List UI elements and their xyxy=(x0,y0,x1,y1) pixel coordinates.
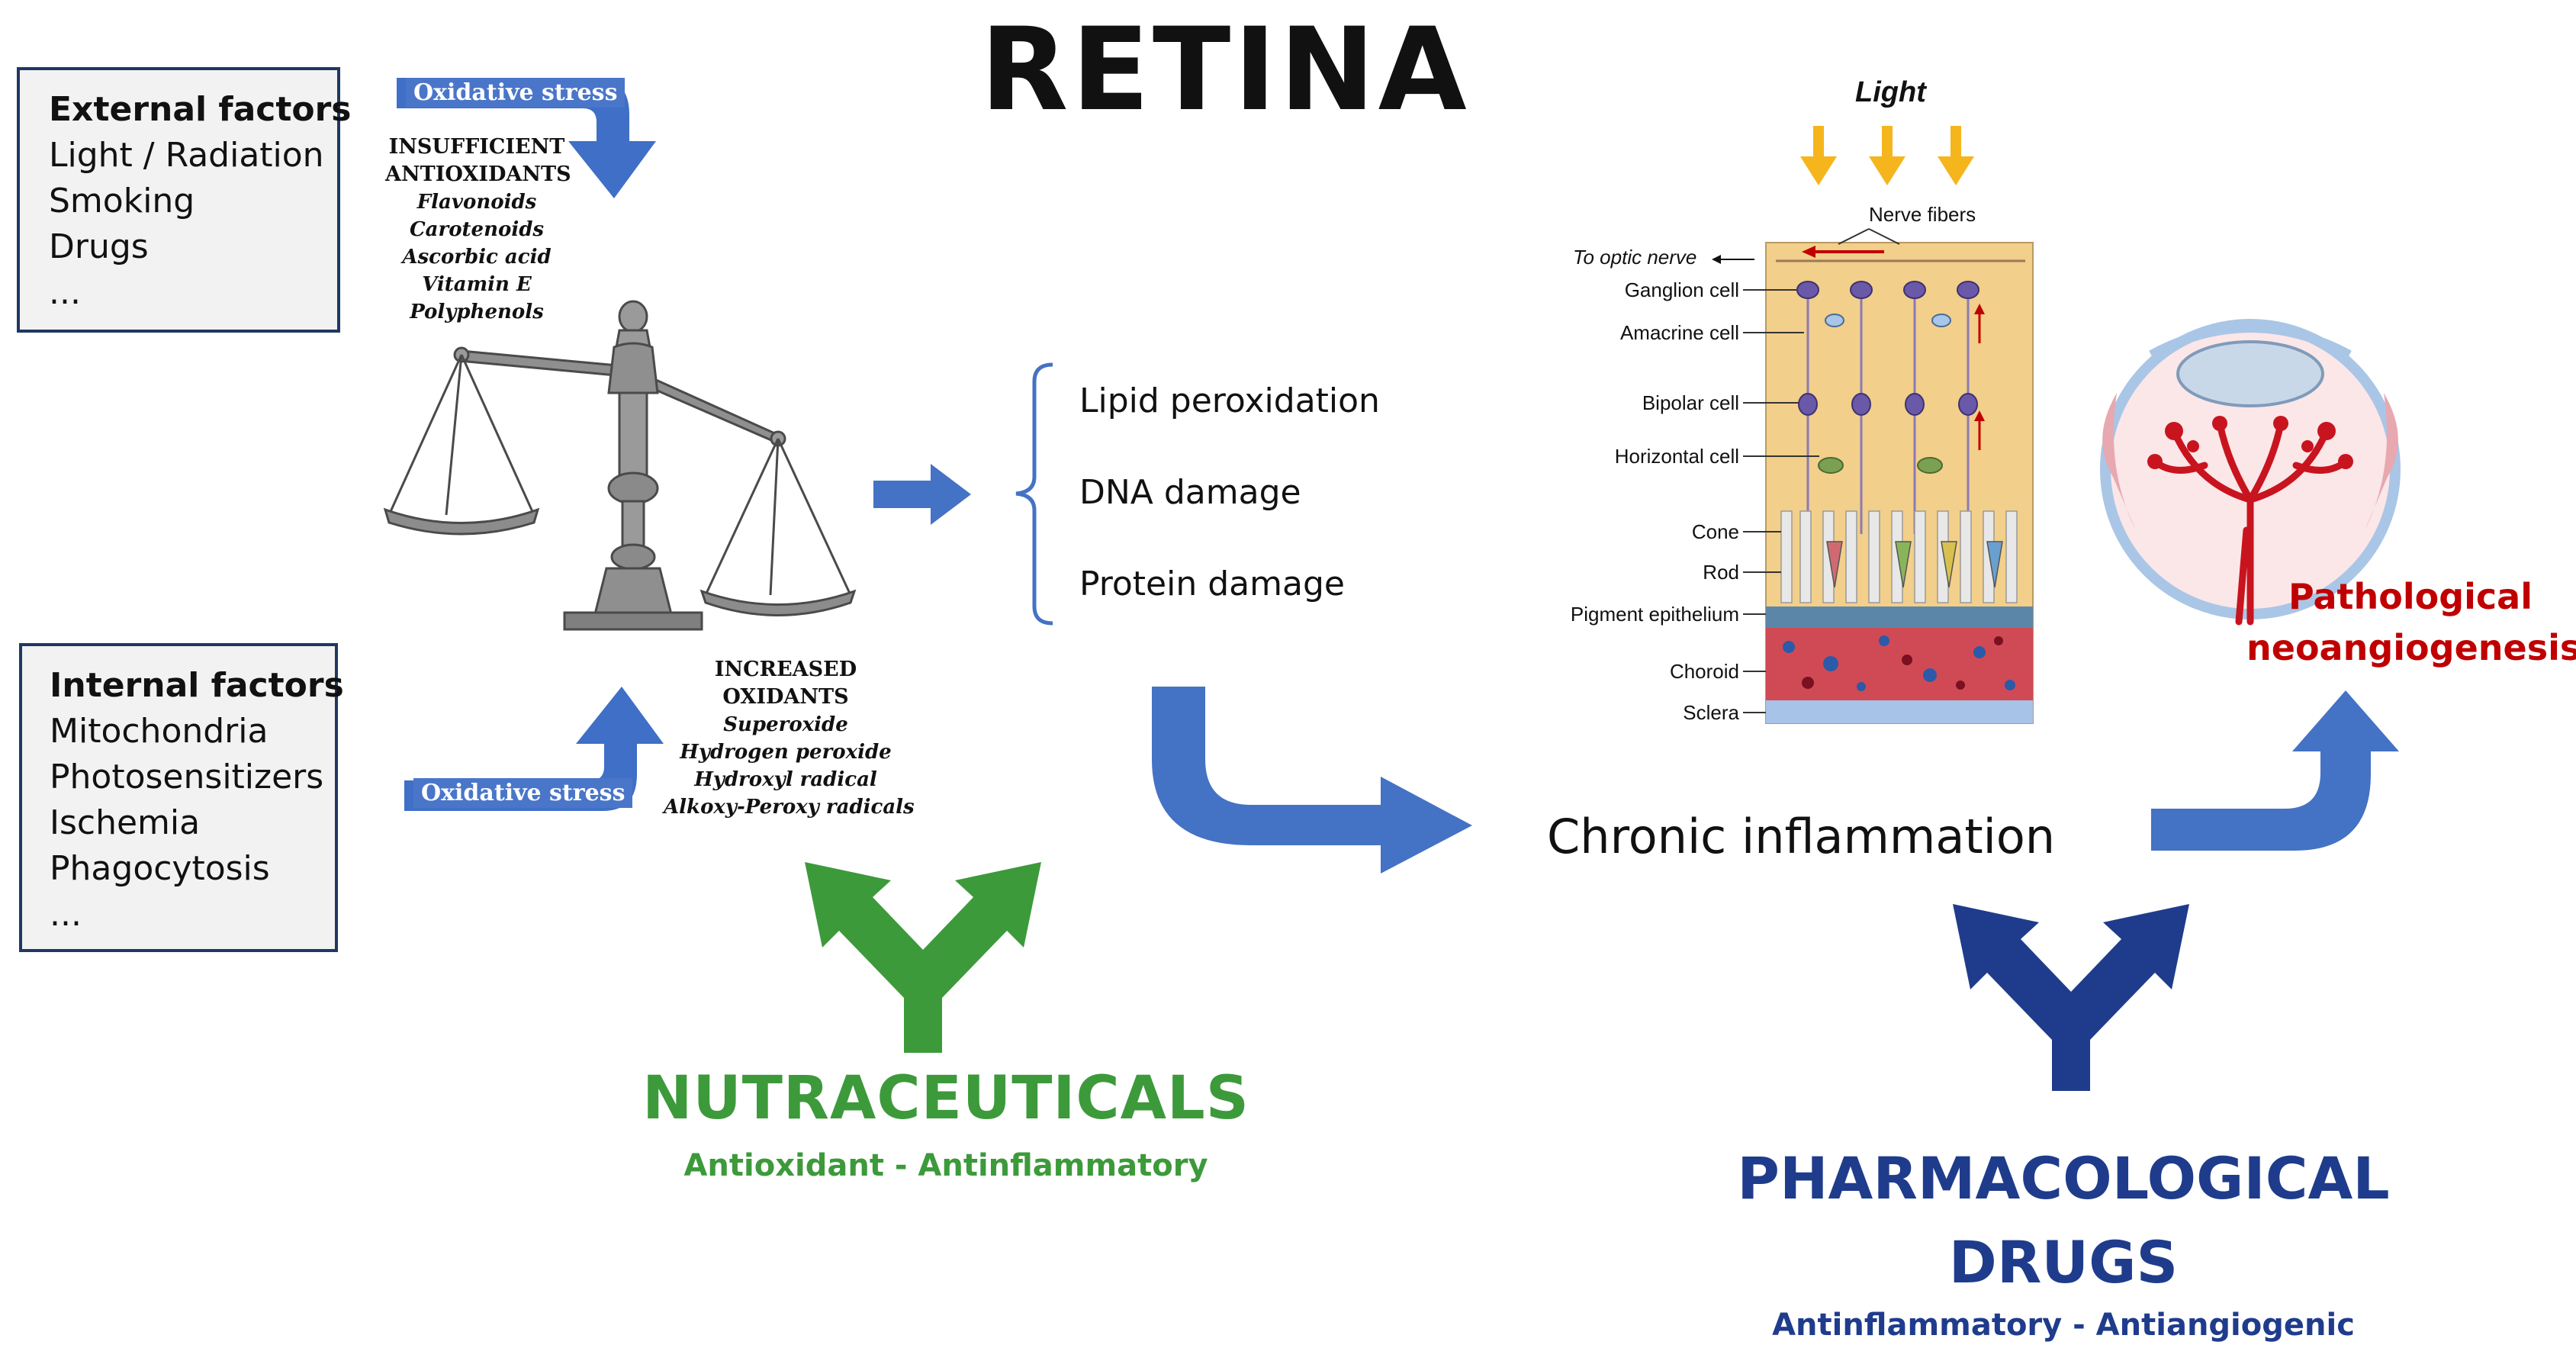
damage-item: DNA damage xyxy=(1079,473,1301,512)
antioxidant-item: Ascorbic acid xyxy=(402,246,552,269)
retina-layer-label: Horizontal cell xyxy=(1614,445,1739,468)
retina-layer-label: Amacrine cell xyxy=(1619,321,1739,344)
pharmacological-subtitle: Antinflammatory - Antiangiogenic xyxy=(1772,1308,2355,1343)
pharmacological-title-line1: PHARMACOLOGICAL xyxy=(1737,1144,2390,1212)
antioxidants-heading: INSUFFICIENT xyxy=(388,135,565,159)
retina-layer-label: Pigment epithelium xyxy=(1570,603,1739,626)
pharmacological-split-arrow xyxy=(1953,904,2189,1091)
oxidative-stress-arrow-top xyxy=(397,78,656,198)
retina-layer-label: Rod xyxy=(1703,561,1739,584)
to-optic-nerve-label: To optic nerve xyxy=(1573,246,1697,269)
arrow-to-neoangiogenesis xyxy=(2151,690,2399,851)
damage-bracket xyxy=(1015,362,1053,626)
nutraceuticals-split-arrow xyxy=(805,862,1041,1053)
nutraceuticals-title: NUTRACEUTICALS xyxy=(642,1064,1249,1133)
balance-scale-illustration xyxy=(383,300,857,631)
antioxidants-heading: ANTIOXIDANTS xyxy=(385,162,571,186)
damage-item: Lipid peroxidation xyxy=(1079,381,1380,420)
retina-layer-label: Bipolar cell xyxy=(1642,391,1739,414)
oxidative-stress-label-bottom: Oxidative stress xyxy=(413,778,633,808)
retina-layer-label: Ganglion cell xyxy=(1624,278,1739,301)
antioxidant-item: Carotenoids xyxy=(409,218,545,241)
external-factor-item: Light / Radiation xyxy=(49,136,324,175)
retina-layer-label: Cone xyxy=(1691,520,1739,543)
arrow-to-chronic-inflammation xyxy=(1152,687,1472,874)
oxidants-block: INCREASED OXIDANTS Superoxide Hydrogen p… xyxy=(664,656,915,821)
internal-factor-item: Photosensitizers xyxy=(50,758,324,796)
internal-factors-heading: Internal factors xyxy=(50,666,344,705)
arrow-to-damage xyxy=(873,464,971,525)
light-arrows xyxy=(1800,126,1974,185)
pharmacological-title-line2: DRUGS xyxy=(1948,1228,2179,1296)
external-factor-item: Smoking xyxy=(49,182,195,220)
neoangiogenesis-label-line1: Pathological xyxy=(2288,576,2533,617)
oxidative-stress-label-top: Oxidative stress xyxy=(406,78,626,108)
external-factor-item: ... xyxy=(49,273,81,312)
antioxidant-item: Vitamin E xyxy=(422,273,532,296)
internal-factor-item: Mitochondria xyxy=(50,712,269,751)
oxidant-item: Hydroxyl radical xyxy=(694,768,877,791)
retina-layer-label: Choroid xyxy=(1669,660,1739,683)
internal-factor-item: Ischemia xyxy=(50,803,201,842)
retina-layer-label: Sclera xyxy=(1683,701,1739,724)
damage-item: Protein damage xyxy=(1079,565,1345,603)
nutraceuticals-subtitle: Antioxidant - Antinflammatory xyxy=(683,1148,1208,1183)
oxidants-heading: OXIDANTS xyxy=(722,685,849,709)
oxidant-item: Alkoxy-Peroxy radicals xyxy=(664,796,915,819)
eye-neoangiogenesis-illustration xyxy=(2100,319,2401,626)
retina-layers-diagram xyxy=(1712,228,2034,724)
external-factor-item: Drugs xyxy=(49,227,149,266)
external-factors-box: External factors Light / Radiation Smoki… xyxy=(17,67,352,333)
antioxidants-block: INSUFFICIENT ANTIOXIDANTS Flavonoids Car… xyxy=(385,134,571,326)
internal-factor-item: ... xyxy=(50,895,82,934)
light-label: Light xyxy=(1855,76,1926,108)
page-title: RETINA xyxy=(980,4,1470,137)
oxidant-item: Hydrogen peroxide xyxy=(680,741,892,764)
nerve-fibers-label: Nerve fibers xyxy=(1869,203,1976,226)
oxidants-heading: INCREASED xyxy=(714,658,857,681)
neoangiogenesis-label-line2: neoangiogenesis xyxy=(2246,627,2576,668)
antioxidant-item: Polyphenols xyxy=(410,301,544,323)
oxidant-item: Superoxide xyxy=(723,713,848,736)
chronic-inflammation-label: Chronic inflammation xyxy=(1547,809,2056,864)
internal-factors-box: Internal factors Mitochondria Photosensi… xyxy=(19,643,344,952)
external-factors-heading: External factors xyxy=(49,90,352,129)
internal-factor-item: Phagocytosis xyxy=(50,849,270,888)
antioxidant-item: Flavonoids xyxy=(416,191,537,214)
